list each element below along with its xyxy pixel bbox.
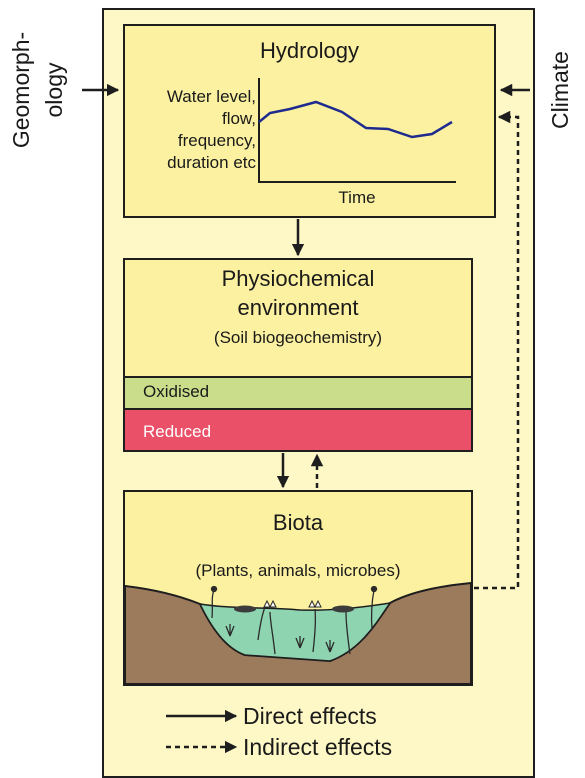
plant-bud (212, 587, 217, 592)
flower-icon (264, 601, 276, 607)
floating-leaf (332, 606, 354, 613)
hydrology-chart (258, 78, 456, 182)
plant-bud (372, 587, 377, 592)
hydrology-trend-line (259, 102, 452, 137)
biota-to-hydrology-feedback-line (474, 117, 518, 588)
wetland-cross-section (125, 583, 471, 684)
flower-icon (309, 601, 321, 607)
floating-leaf (234, 606, 256, 613)
